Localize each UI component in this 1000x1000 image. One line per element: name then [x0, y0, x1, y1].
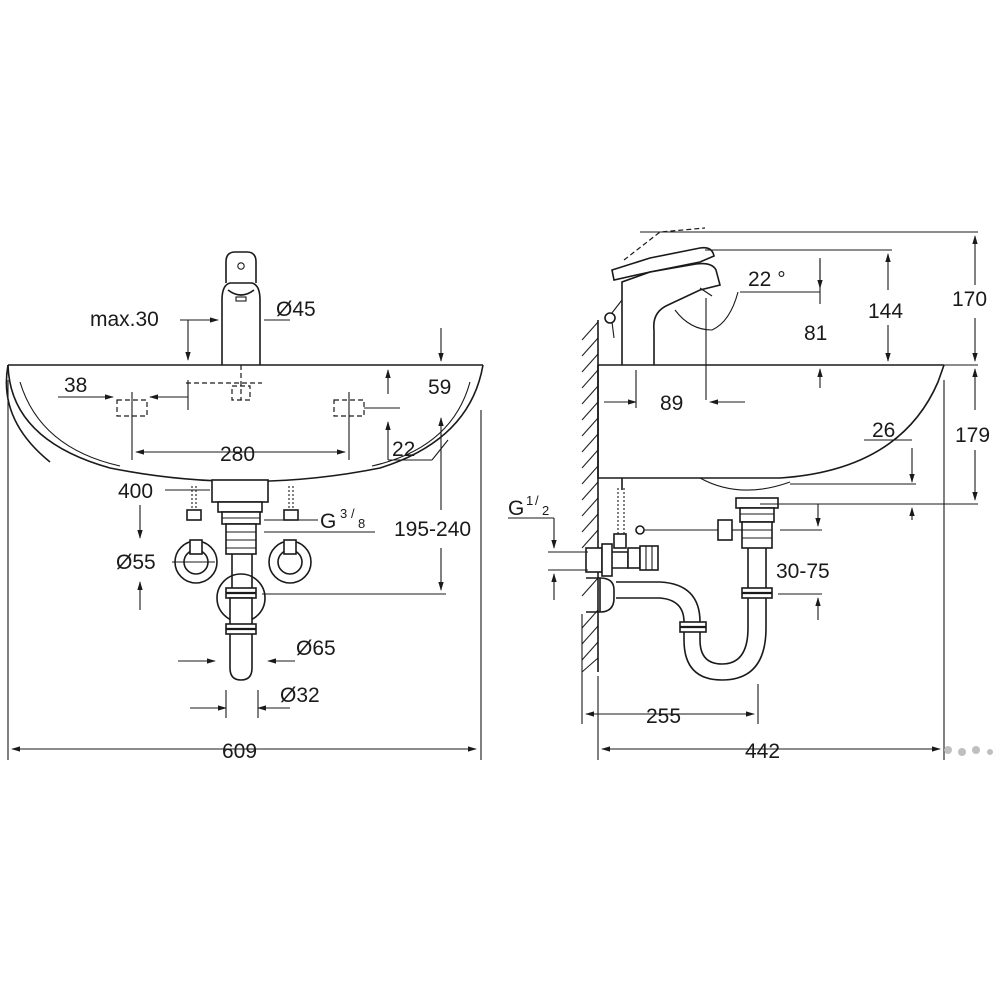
label-g-half-den: 2	[542, 503, 549, 518]
angle-valve-side	[585, 478, 742, 577]
label-280: 280	[220, 443, 255, 466]
watermark-mark	[944, 746, 993, 756]
label-g-three-eighths-num: 3	[340, 506, 347, 521]
side-view: G 1 / 2 22 ° 144 170 81 89 26 179 30-75 …	[508, 227, 990, 763]
label-d55: Ø55	[116, 551, 156, 574]
label-g-three-eighths: G	[320, 510, 336, 533]
side-dimensions	[508, 231, 978, 760]
label-170: 170	[952, 288, 987, 311]
label-d65: Ø65	[296, 637, 336, 660]
wall-section	[581, 320, 599, 673]
label-max-30: max.30	[90, 308, 159, 331]
label-angle-22: 22 °	[748, 268, 786, 291]
waste-body-front	[211, 479, 269, 681]
label-d45: Ø45	[276, 298, 316, 321]
tap-hole-right	[333, 392, 365, 424]
label-89: 89	[660, 392, 683, 415]
label-144: 144	[868, 300, 903, 323]
faucet-front	[186, 251, 262, 401]
label-g-half: G	[508, 497, 524, 520]
svg-text:/: /	[351, 506, 355, 521]
tap-hole-left	[116, 392, 148, 424]
basin-side	[597, 364, 945, 491]
front-view: max.30 Ø45 38 59 280 22 400 G 3 / 8 195-…	[5, 251, 484, 763]
label-30-75: 30-75	[776, 560, 830, 583]
label-179: 179	[955, 424, 990, 447]
label-400: 400	[118, 480, 153, 503]
label-59: 59	[428, 376, 451, 399]
label-g-three-eighths-den: 8	[358, 516, 365, 531]
basin-front	[5, 364, 484, 483]
label-255: 255	[646, 705, 681, 728]
label-609: 609	[222, 740, 257, 763]
label-g-half-num: 1	[526, 493, 533, 508]
label-442: 442	[745, 740, 780, 763]
label-81: 81	[804, 322, 827, 345]
trap-side	[586, 497, 779, 681]
svg-text:/: /	[535, 493, 539, 508]
label-22: 22	[392, 438, 415, 461]
label-195-240: 195-240	[394, 518, 471, 541]
angle-valve-right	[268, 539, 312, 584]
front-dimensions	[7, 317, 482, 760]
label-d32: Ø32	[280, 684, 320, 707]
label-38: 38	[64, 374, 87, 397]
label-26: 26	[872, 419, 895, 442]
faucet-side	[604, 227, 739, 400]
